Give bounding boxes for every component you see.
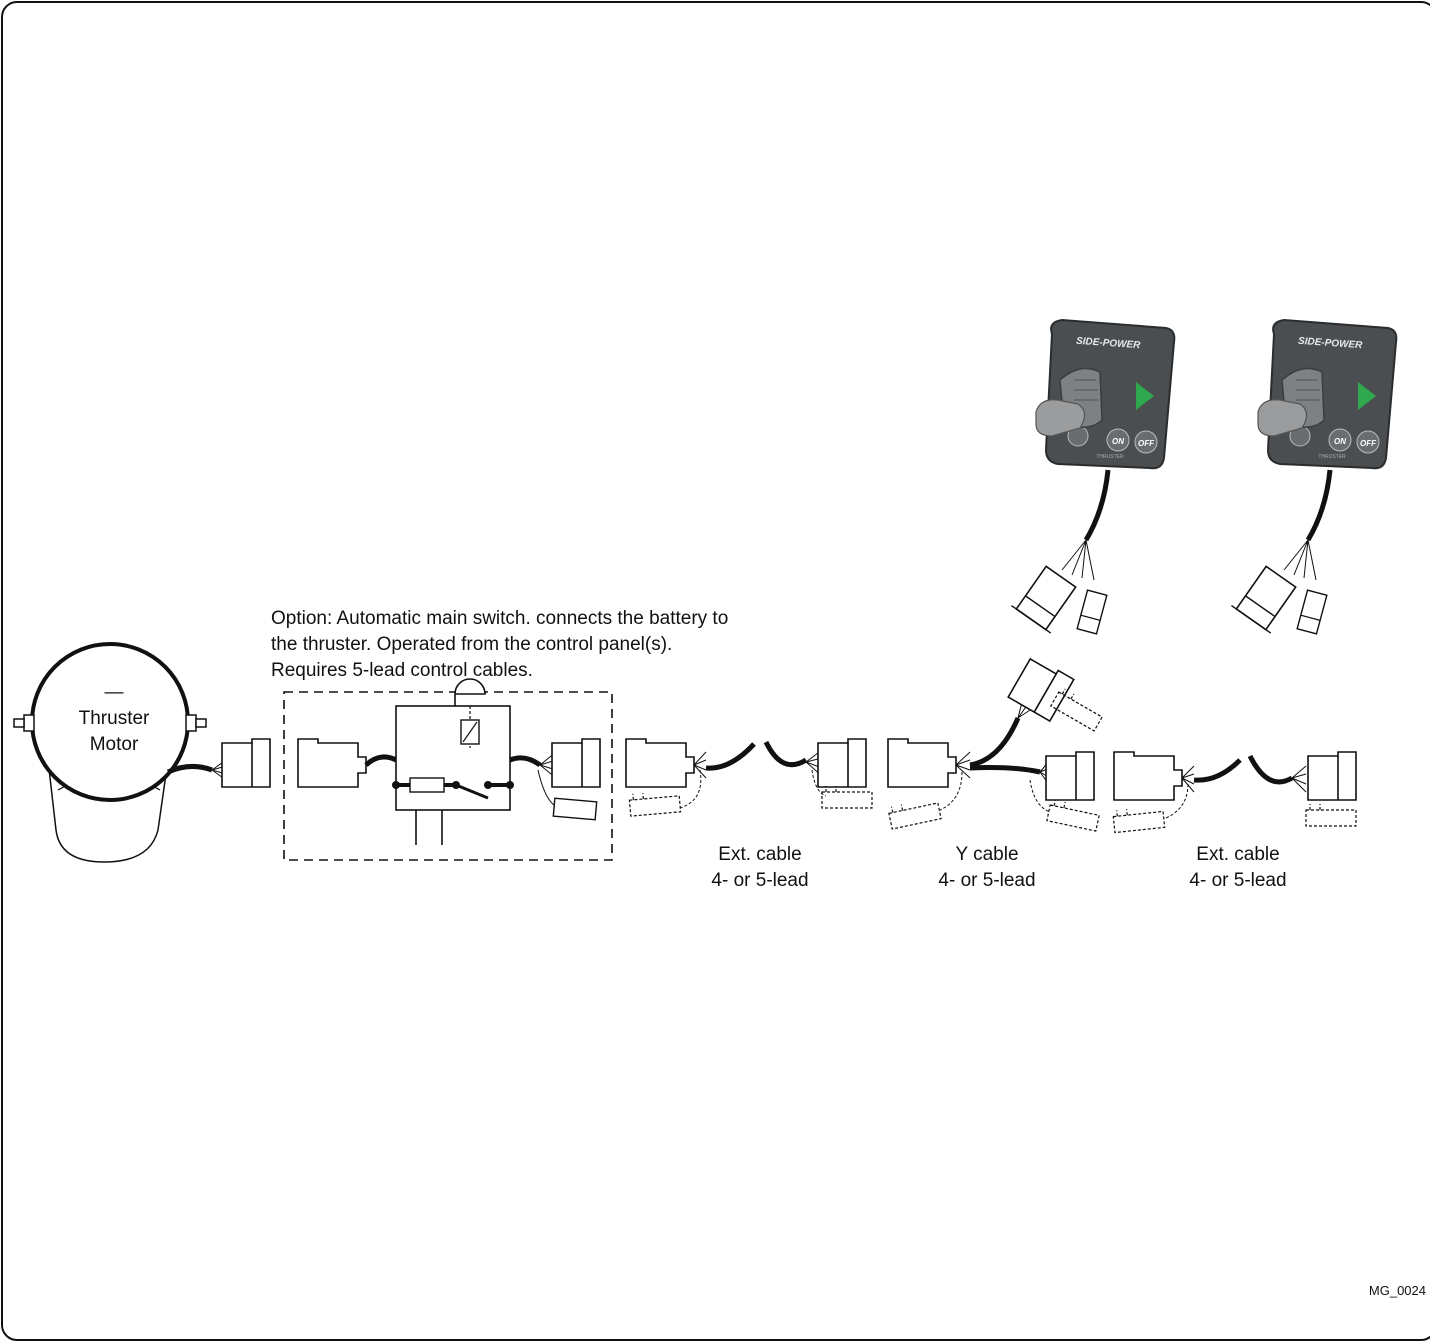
panel-1-caption: THRUSTER [1096,454,1124,460]
panel-1-on-label: ON [1112,437,1124,446]
wiring-diagram: SIDE-POWER ON OFF THRUSTER [13,318,1398,863]
y-cable-label-line-1: Y cable [955,844,1019,865]
control-panel-2: SIDE-POWER ON OFF THRUSTER [1231,318,1398,635]
terminal-right-icon [185,714,207,732]
option-note-line-2: the thruster. Operated from the control … [271,634,673,655]
ext-cable-1-label: Ext. cable 4- or 5-lead [680,842,840,894]
motor-label-line-1: Thruster [78,708,150,729]
y-cable [887,654,1106,832]
ext-cable-2-label-line-2: 4- or 5-lead [1189,870,1287,891]
motor-label: — Thruster Motor [60,680,168,758]
ext-cable-2 [1112,751,1357,834]
terminal-left-icon [13,714,35,732]
ext-cable-2-label-line-1: Ext. cable [1196,844,1280,865]
panel-2-body: SIDE-POWER ON OFF THRUSTER [1257,318,1398,470]
panel-1-brand: SIDE-POWER [1076,336,1142,352]
panel-2-arrow-icon [1358,382,1376,410]
panel-2-cable [1231,469,1333,635]
figure-id: MG_0024 [1368,1283,1426,1298]
panel-1-off-label: OFF [1138,439,1155,448]
y-cable-label-line-2: 4- or 5-lead [938,870,1036,891]
option-note-line-1: Option: Automatic main switch. connects … [271,608,729,629]
option-note: Option: Automatic main switch. connects … [271,606,811,684]
ext-cable-1-label-line-2: 4- or 5-lead [711,870,809,891]
panel-1-body: SIDE-POWER ON OFF THRUSTER [1035,318,1176,470]
main-switch-option [283,678,613,861]
panel-2-caption: THRUSTER [1318,454,1346,460]
y-cable-label: Y cable 4- or 5-lead [907,842,1067,894]
option-note-line-3: Requires 5-lead control cables. [271,660,533,681]
panel-1-arrow-icon [1136,382,1154,410]
panel-2-brand: SIDE-POWER [1298,336,1364,352]
ext-cable-1 [625,738,873,817]
ext-cable-1-label-line-1: Ext. cable [718,844,802,865]
panel-1-cable [1011,469,1111,635]
motor-label-line-2: Motor [89,734,139,755]
panel-2-on-label: ON [1334,437,1346,446]
control-panel-1: SIDE-POWER ON OFF THRUSTER [1011,318,1176,635]
ext-cable-2-label: Ext. cable 4- or 5-lead [1158,842,1318,894]
panel-2-off-label: OFF [1360,439,1377,448]
motor-connector [211,738,271,788]
thruster-motor [13,642,207,863]
motor-sign: — [104,682,124,703]
